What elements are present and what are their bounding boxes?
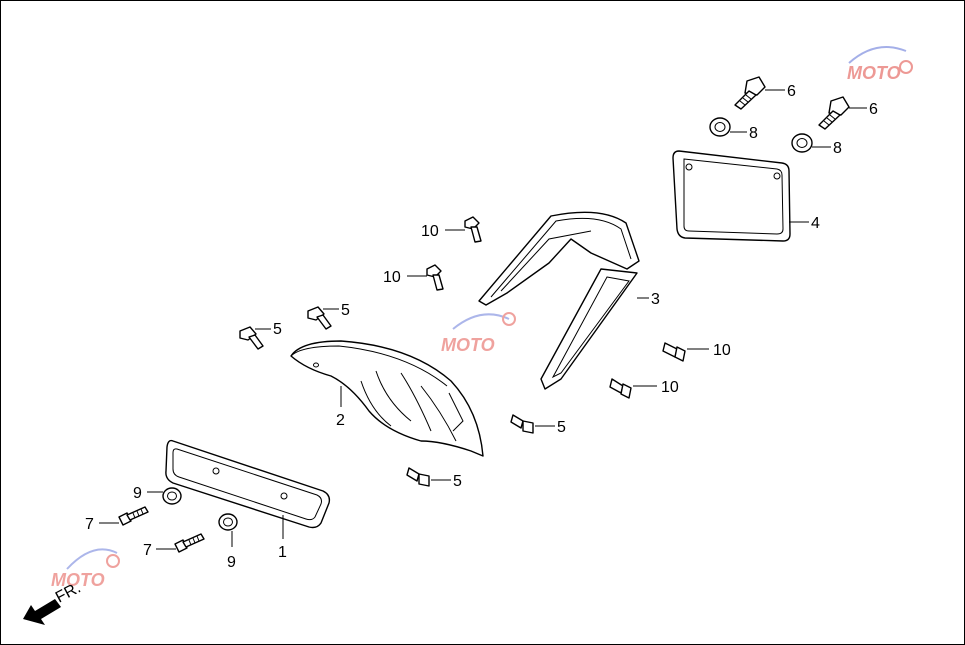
callout-10-b: 10 [383, 269, 401, 286]
callout-7-a: 7 [85, 516, 94, 533]
callout-6-b: 6 [869, 101, 878, 118]
bolt-10-b: 10 [383, 264, 444, 291]
bolt-6-a: 6 [734, 76, 796, 110]
license-plate-small: 1 [165, 439, 331, 561]
screw-5-d: 5 [406, 467, 462, 490]
front-fender: 2 [290, 340, 484, 457]
callout-4: 4 [811, 215, 820, 232]
callout-8-a: 8 [749, 125, 758, 142]
screw-5-a: 5 [239, 321, 282, 350]
license-plate-large: 4 [672, 150, 820, 242]
callout-3: 3 [651, 291, 660, 308]
screw-5-c: 5 [510, 414, 566, 436]
screw-7-b: 7 [143, 533, 205, 559]
watermark-text: MOTO [441, 335, 495, 355]
callout-1: 1 [278, 544, 287, 561]
watermark-text: MOTO [51, 570, 105, 590]
callout-5-c: 5 [557, 419, 566, 436]
watermark-center: MOTO [441, 312, 516, 355]
callout-6-a: 6 [787, 83, 796, 100]
callout-5-d: 5 [453, 473, 462, 490]
grommet-9-b: 9 [218, 513, 238, 571]
bolt-10-d: 10 [609, 378, 679, 399]
callout-10-d: 10 [661, 379, 679, 396]
watermark-bottom-left: MOTO [51, 548, 120, 590]
callout-2: 2 [336, 412, 345, 429]
callout-8-b: 8 [833, 140, 842, 157]
callout-7-b: 7 [143, 542, 152, 559]
callout-9-b: 9 [227, 554, 236, 571]
callout-9-a: 9 [133, 485, 142, 502]
fender-stay: 3 [478, 211, 660, 390]
callout-5-b: 5 [341, 302, 350, 319]
screw-7-a: 7 [85, 506, 149, 533]
callout-10-c: 10 [713, 342, 731, 359]
screw-5-b: 5 [307, 302, 350, 330]
bolt-10-c: 10 [662, 342, 731, 362]
bolt-10-a: 10 [421, 216, 482, 243]
callout-10-a: 10 [421, 223, 439, 240]
callout-5-a: 5 [273, 321, 282, 338]
grommet-9-a: 9 [133, 485, 182, 505]
grommet-8-b: 8 [791, 133, 842, 157]
watermark-top-right: MOTO [847, 46, 913, 83]
grommet-8-a: 8 [709, 117, 758, 142]
bolt-6-b: 6 [818, 96, 878, 130]
watermark-text: MOTO [847, 63, 901, 83]
